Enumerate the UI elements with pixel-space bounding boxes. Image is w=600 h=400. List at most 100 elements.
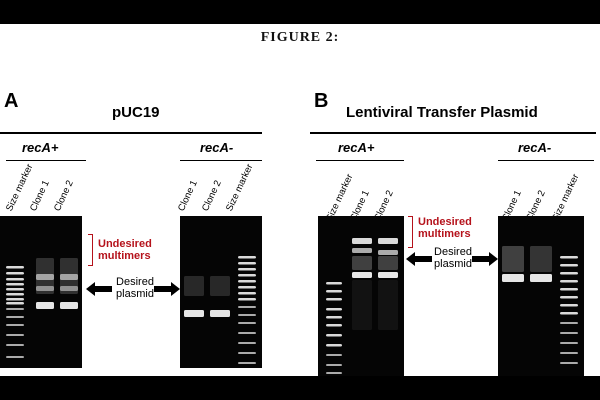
- panel-a-desired-label: Desired plasmid: [116, 276, 154, 300]
- smear-band: [378, 280, 398, 330]
- panel-a-multimer-bracket: [88, 234, 93, 266]
- panel-b-multimers-label: Undesired multimers: [418, 216, 472, 240]
- ladder-band: [326, 298, 342, 301]
- ladder-band: [238, 262, 256, 265]
- plasmid-band: [502, 274, 524, 282]
- panel-a-minus-lane-3: Size marker: [224, 162, 256, 213]
- plasmid-band: [36, 302, 54, 309]
- plasmid-band: [210, 310, 230, 317]
- ladder-band: [6, 334, 24, 336]
- ladder-band: [238, 314, 256, 316]
- ladder-band: [6, 316, 24, 318]
- panel-a-plus-lane-2: Clone 1: [28, 178, 52, 213]
- figure-canvas: FIGURE 2: A pUC19 recA+ recA- Size marke…: [0, 24, 600, 376]
- smear-band: [210, 276, 230, 296]
- multimer-band: [352, 238, 372, 244]
- ladder-band: [326, 364, 342, 366]
- ladder-band: [238, 286, 256, 289]
- panel-a-recA-plus-gel: [0, 216, 82, 368]
- smear-band: [352, 280, 372, 330]
- panel-b-recA-minus-gel: [498, 216, 584, 376]
- ladder-band: [326, 354, 342, 356]
- ladder-band: [326, 334, 342, 337]
- plasmid-band: [60, 302, 78, 309]
- ladder-band: [238, 332, 256, 334]
- ladder-band: [560, 342, 578, 344]
- ladder-band: [326, 282, 342, 285]
- ladder-band: [238, 362, 256, 364]
- ladder-band: [238, 292, 256, 295]
- ladder-band: [6, 293, 24, 296]
- ladder-band: [326, 290, 342, 293]
- panel-a-rule: [0, 132, 262, 134]
- multimer-band: [36, 286, 54, 291]
- ladder-band: [238, 342, 256, 344]
- ladder-band: [6, 324, 24, 326]
- ladder-band: [326, 372, 342, 374]
- panel-a-recA-minus-label: recA-: [200, 140, 234, 155]
- ladder-band: [560, 264, 578, 267]
- panel-b-recA-plus-rule: [316, 160, 404, 161]
- ladder-band: [6, 308, 24, 310]
- ladder-band: [6, 278, 24, 281]
- ladder-band: [560, 362, 578, 364]
- ladder-band: [560, 280, 578, 283]
- panel-b-desired-label: Desired plasmid: [434, 246, 472, 270]
- plasmid-band: [352, 272, 372, 278]
- ladder-band: [326, 316, 342, 319]
- multimer-band: [378, 238, 398, 244]
- panel-a-left-arrow-icon: [86, 282, 112, 296]
- smear-band: [378, 256, 398, 270]
- ladder-band: [6, 266, 24, 269]
- ladder-band: [560, 256, 578, 259]
- ladder-band: [326, 324, 342, 327]
- ladder-band: [238, 306, 256, 308]
- ladder-band: [560, 288, 578, 291]
- multimer-band: [60, 286, 78, 291]
- panel-b-letter: B: [314, 90, 329, 112]
- panel-b-left-arrow-icon: [406, 252, 432, 266]
- ladder-band: [6, 344, 24, 346]
- ladder-band: [326, 308, 342, 311]
- panel-b-recA-plus-label: recA+: [338, 140, 375, 155]
- ladder-band: [238, 322, 256, 324]
- panel-b-rule: [310, 132, 596, 134]
- panel-b-title: Lentiviral Transfer Plasmid: [346, 104, 538, 121]
- ladder-band: [238, 280, 256, 283]
- ladder-band: [560, 296, 578, 299]
- figure-title: FIGURE 2:: [260, 30, 340, 45]
- panel-a-recA-minus-gel: [180, 216, 262, 368]
- plasmid-band: [378, 272, 398, 278]
- ladder-band: [6, 356, 24, 358]
- ladder-band: [238, 352, 256, 354]
- smear-band: [502, 246, 524, 272]
- ladder-band: [6, 288, 24, 291]
- smear-band: [352, 256, 372, 270]
- panel-b-recA-plus-gel: [318, 216, 404, 376]
- ladder-band: [6, 302, 24, 305]
- panel-a-minus-lane-1: Clone 1: [176, 178, 200, 213]
- panel-b-right-arrow-icon: [472, 252, 498, 266]
- panel-a-minus-lane-2: Clone 2: [200, 178, 224, 213]
- ladder-band: [560, 272, 578, 275]
- panel-a-recA-plus-label: recA+: [22, 140, 59, 155]
- panel-b-multimer-bracket: [408, 216, 413, 248]
- panel-b-recA-minus-rule: [498, 160, 594, 161]
- ladder-band: [560, 312, 578, 315]
- panel-a-recA-minus-rule: [180, 160, 262, 161]
- multimer-band: [378, 250, 398, 255]
- ladder-band: [238, 268, 256, 271]
- ladder-band: [560, 322, 578, 324]
- plasmid-band: [184, 310, 204, 317]
- ladder-band: [6, 283, 24, 286]
- panel-a-plus-lane-3: Clone 2: [52, 178, 76, 213]
- ladder-band: [326, 344, 342, 347]
- panel-a-multimers-label: Undesired multimers: [98, 238, 152, 262]
- smear-band: [184, 276, 204, 296]
- ladder-band: [238, 274, 256, 277]
- ladder-band: [238, 256, 256, 259]
- panel-a-letter: A: [4, 90, 19, 112]
- multimer-band: [60, 274, 78, 280]
- ladder-band: [6, 272, 24, 275]
- panel-b-recA-minus-label: recA-: [518, 140, 552, 155]
